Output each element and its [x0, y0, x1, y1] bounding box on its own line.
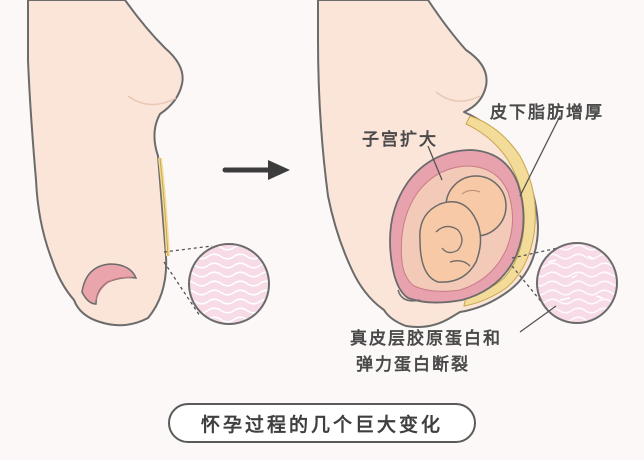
label-collagen-break: 真皮层胶原蛋白和 弹力蛋白断裂 [350, 326, 502, 378]
label-uterus-expands: 子宫扩大 [362, 130, 438, 150]
body-pregnant [317, 0, 539, 328]
right-arrow-icon [222, 160, 290, 180]
left-fat-layer [158, 158, 170, 256]
caption-text: 怀孕过程的几个巨大变化 [200, 413, 443, 436]
label-collagen-line2: 弹力蛋白断裂 [356, 355, 470, 375]
skin-tissue-circle-after [536, 242, 618, 324]
right-fat-layer [463, 115, 536, 307]
label-subcutaneous-fat: 皮下脂肪增厚 [490, 103, 604, 123]
fetus [419, 175, 507, 283]
caption-pill: 怀孕过程的几个巨大变化 [168, 403, 476, 443]
left-body-skin [27, 0, 184, 327]
body-before-pregnancy [27, 0, 184, 327]
label-collagen-line1: 真皮层胶原蛋白和 [350, 329, 502, 349]
skin-tissue-circle-before [188, 243, 270, 325]
